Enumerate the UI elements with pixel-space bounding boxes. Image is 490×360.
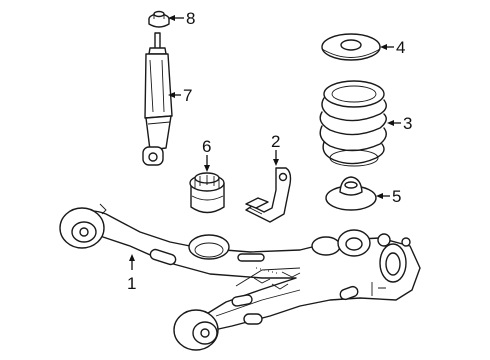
- shock-absorber: [142, 32, 173, 166]
- shock-mount-nut: [148, 10, 170, 28]
- callout-7: 7: [168, 86, 192, 105]
- upper-spring-insulator: [321, 33, 381, 61]
- coil-spring: [319, 80, 387, 167]
- callout-label-6: 6: [202, 137, 211, 156]
- bracket: [245, 167, 292, 223]
- bump-stop: [189, 172, 225, 214]
- callout-2: 2: [271, 132, 280, 166]
- callout-6: 6: [202, 137, 211, 172]
- callout-label-5: 5: [392, 187, 401, 206]
- callout-8: 8: [168, 9, 195, 28]
- callout-label-2: 2: [271, 132, 280, 151]
- callout-4: 4: [380, 38, 405, 57]
- callout-label-7: 7: [183, 86, 192, 105]
- callout-5: 5: [376, 187, 401, 206]
- lower-spring-seat: [325, 176, 377, 211]
- callout-1: 1: [127, 254, 136, 293]
- callout-3: 3: [387, 114, 412, 133]
- callout-label-3: 3: [403, 114, 412, 133]
- callout-label-1: 1: [127, 274, 136, 293]
- callout-label-4: 4: [396, 38, 405, 57]
- lower-control-arm: [59, 203, 421, 351]
- callout-label-8: 8: [186, 9, 195, 28]
